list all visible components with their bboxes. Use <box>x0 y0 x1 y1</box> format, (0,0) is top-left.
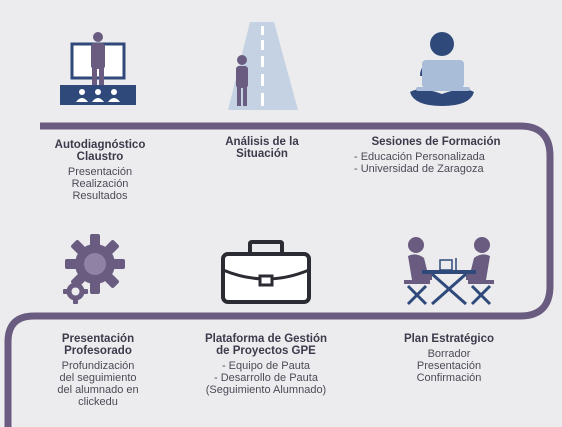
step-plataforma: Plataforma de Gestión de Proyectos GPE -… <box>176 333 356 396</box>
step-line: Profundización <box>61 360 135 372</box>
step-presentacion-profesorado: Presentación Profesorado Profundización … <box>36 333 160 408</box>
step-plan: Plan Estratégico Borrador Presentación C… <box>382 333 516 384</box>
step-line: Presentación <box>416 360 482 372</box>
step-lines: Presentación Realización Resultados <box>38 166 162 202</box>
step-line: del alumnado en <box>57 384 139 396</box>
step-line: Presentación <box>67 166 133 178</box>
step-title: Plan Estratégico <box>403 333 495 345</box>
step-title: Presentación Profesorado <box>61 333 135 357</box>
step-sesiones: Sesiones de Formación - Educación Person… <box>346 136 526 175</box>
step-lines: Borrador Presentación Confirmación <box>382 348 516 384</box>
gears-icon <box>63 234 125 304</box>
step-autodiagnostico: Autodiagnóstico Claustro Presentación Re… <box>38 139 162 202</box>
step-line: - Universidad de Zaragoza <box>354 163 484 175</box>
step-line: Borrador <box>427 348 471 360</box>
step-line: - Educación Personalizada <box>354 151 485 163</box>
road-icon <box>228 22 298 110</box>
step-analisis: Análisis de la Situación <box>200 136 324 160</box>
step-line: clickedu <box>78 396 118 408</box>
step-line: del seguimiento <box>59 372 137 384</box>
step-title: Análisis de la Situación <box>225 136 299 160</box>
step-line: Realización <box>71 178 129 190</box>
briefcase-icon <box>221 240 311 304</box>
step-line: - Desarrollo de Pauta <box>214 372 318 384</box>
step-title: Plataforma de Gestión de Proyectos GPE <box>204 333 328 357</box>
presentation-icon <box>60 32 136 105</box>
step-line: Resultados <box>72 190 128 202</box>
meeting-icon <box>404 237 494 306</box>
laptop-user-icon <box>410 32 474 106</box>
step-lines: - Educación Personalizada - Universidad … <box>346 151 526 175</box>
step-lines: Profundización del seguimiento del alumn… <box>36 360 160 408</box>
step-title: Sesiones de Formación <box>371 136 501 148</box>
step-lines: - Equipo de Pauta - Desarrollo de Pauta … <box>176 360 356 396</box>
step-line: Confirmación <box>416 372 482 384</box>
step-title: Autodiagnóstico Claustro <box>54 139 146 163</box>
step-line: (Seguimiento Alumnado) <box>205 384 327 396</box>
step-line: - Equipo de Pauta <box>221 360 311 372</box>
